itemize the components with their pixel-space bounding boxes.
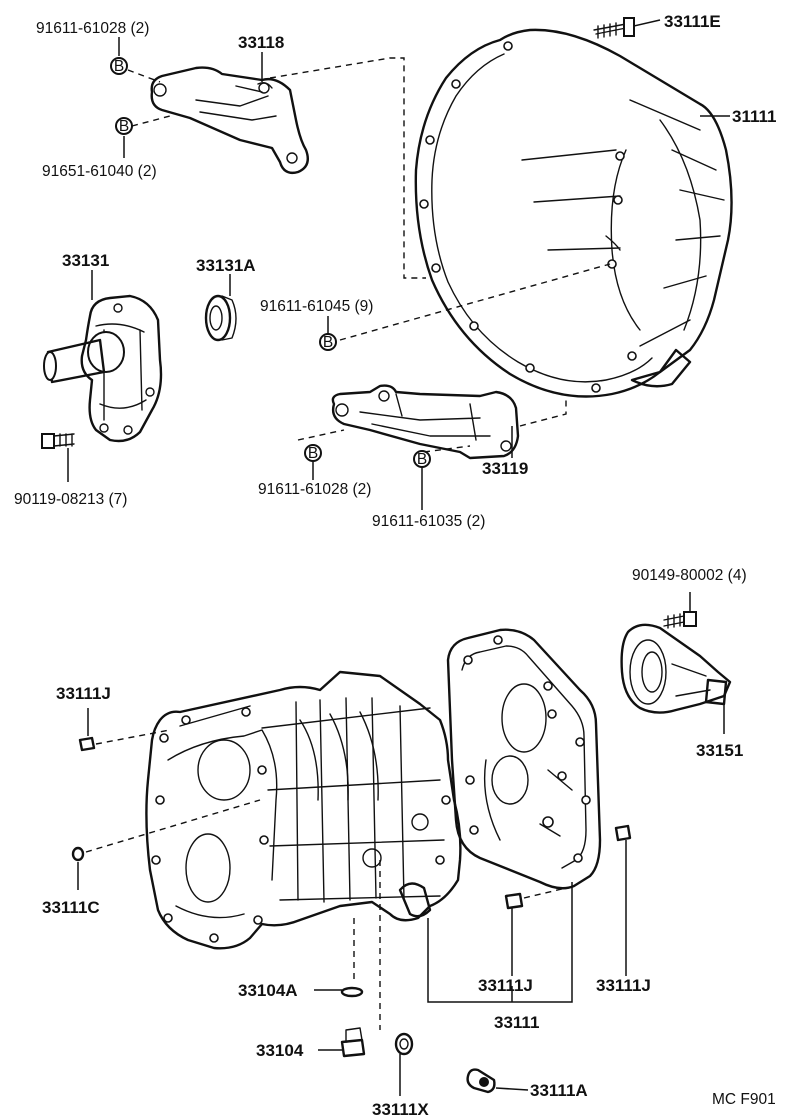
part-label-33104: 33104 <box>256 1041 304 1060</box>
engine-mount-bracket-33119 <box>331 384 520 460</box>
bolt-90119-08213 <box>41 433 75 449</box>
front-bearing-retainer-33131 <box>43 294 163 443</box>
dowel-pin-33111J <box>614 824 632 842</box>
dowel-pin-33111J <box>504 892 524 910</box>
part-label-91611-61045: 91611-61045 (9) <box>260 298 373 315</box>
part-label-33111J: 33111J <box>596 976 651 995</box>
part-label-90119-08213: 90119-08213 (7) <box>14 491 127 508</box>
bolt-washer-91611-61028: B <box>110 57 128 75</box>
part-label-33151: 33151 <box>696 741 743 760</box>
bolt-marker: B <box>119 118 129 135</box>
part-label-33111X: 33111X <box>372 1100 429 1119</box>
clutch-bell-housing-31111 <box>414 28 733 398</box>
oil-seal-33131A <box>204 294 237 342</box>
bolt-33111E <box>593 17 635 39</box>
intermediate-plate <box>446 628 602 890</box>
breather-plug-33111A <box>466 1068 496 1094</box>
dowel-pin-33111J <box>78 736 96 752</box>
part-label-91611-61035: 91611-61035 (2) <box>372 513 485 530</box>
bolt-90149-80002 <box>663 611 697 629</box>
engine-mount-bracket-33118 <box>150 66 309 175</box>
transmission-case-33111 <box>145 670 462 950</box>
bolt-marker: B <box>323 334 333 351</box>
gasket-33104A <box>340 986 364 998</box>
part-label-91611-61028: 91611-61028 (2) <box>36 20 149 37</box>
part-label-33104A: 33104A <box>238 981 298 1000</box>
plug-33104 <box>340 1027 366 1058</box>
part-label-33131A: 33131A <box>196 256 256 275</box>
part-label-33111C: 33111C <box>42 898 100 917</box>
part-label-33118: 33118 <box>238 33 284 52</box>
part-label-91611-61028: 91611-61028 (2) <box>258 481 371 498</box>
bolt-washer-91611-61035: B <box>413 450 431 468</box>
part-label-90149-80002: 90149-80002 (4) <box>632 567 747 584</box>
part-label-33131: 33131 <box>62 251 109 270</box>
dowel-pin-33111C <box>71 846 85 862</box>
part-label-33111J: 33111J <box>56 684 111 703</box>
bolt-washer-91611-61028: B <box>304 444 322 462</box>
extension-housing-33151 <box>620 623 732 714</box>
plug-33111X <box>394 1032 414 1056</box>
part-label-33111: 33111 <box>494 1013 539 1032</box>
part-label-33111A: 33111A <box>530 1081 588 1100</box>
part-label-33111E: 33111E <box>664 12 721 31</box>
bolt-washer-91651-61040: B <box>115 117 133 135</box>
part-label-33111J: 33111J <box>478 976 533 995</box>
bolt-marker: B <box>417 451 427 468</box>
part-label-31111: 31111 <box>732 107 776 126</box>
part-label-91651-61040: 91651-61040 (2) <box>42 163 157 180</box>
part-label-33119: 33119 <box>482 459 528 478</box>
bolt-marker: B <box>308 445 318 462</box>
figure-code: MC F901 <box>712 1091 776 1108</box>
bolt-marker: B <box>114 58 124 75</box>
